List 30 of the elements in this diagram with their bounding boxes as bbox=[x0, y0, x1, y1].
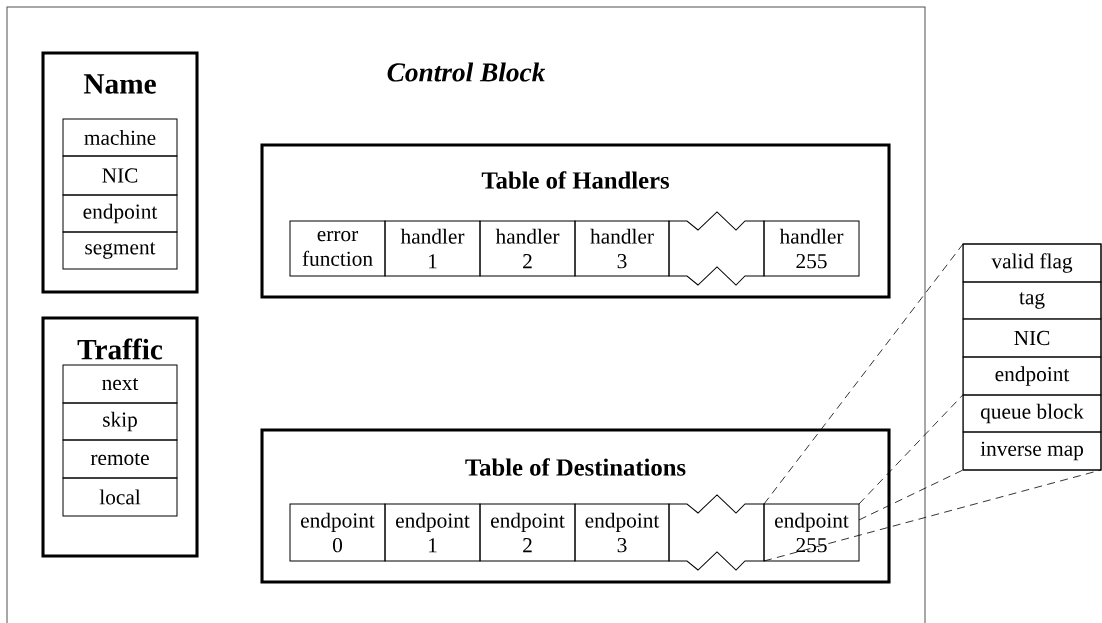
projection-line bbox=[763, 469, 1102, 562]
table-cell: handler 255 bbox=[763, 220, 860, 277]
table-cell: endpoint 0 bbox=[289, 503, 386, 562]
table-cell: inverse map bbox=[962, 431, 1102, 471]
table-cell: machine bbox=[62, 118, 178, 157]
table-cell: handler 2 bbox=[479, 220, 576, 277]
table-cell: valid flag bbox=[962, 243, 1102, 283]
table-cell: endpoint bbox=[62, 194, 178, 233]
table-cell: endpoint 3 bbox=[574, 503, 670, 562]
break-cell bbox=[668, 494, 765, 571]
table-cell: error function bbox=[289, 220, 386, 277]
break-cell bbox=[668, 211, 765, 286]
projection-line bbox=[858, 469, 964, 521]
table-cell: NIC bbox=[62, 155, 178, 196]
table-cell: endpoint bbox=[962, 356, 1102, 396]
table-cell: endpoint 1 bbox=[384, 503, 481, 562]
table-cell: handler 1 bbox=[384, 220, 481, 277]
table-cell: endpoint 2 bbox=[479, 503, 576, 562]
projection-line bbox=[763, 243, 964, 505]
table-cell: NIC bbox=[962, 318, 1102, 358]
table-cell: endpoint 255 bbox=[763, 503, 860, 562]
table-cell: tag bbox=[962, 281, 1102, 320]
table-cell: queue block bbox=[962, 394, 1102, 433]
table-cell: segment bbox=[62, 231, 178, 270]
table-cell: handler 3 bbox=[574, 220, 670, 277]
projection-line bbox=[858, 394, 964, 505]
table-cell: local bbox=[62, 477, 178, 517]
table-cell: next bbox=[62, 364, 178, 404]
table-cell: remote bbox=[62, 439, 178, 479]
table-cell: skip bbox=[62, 402, 178, 441]
